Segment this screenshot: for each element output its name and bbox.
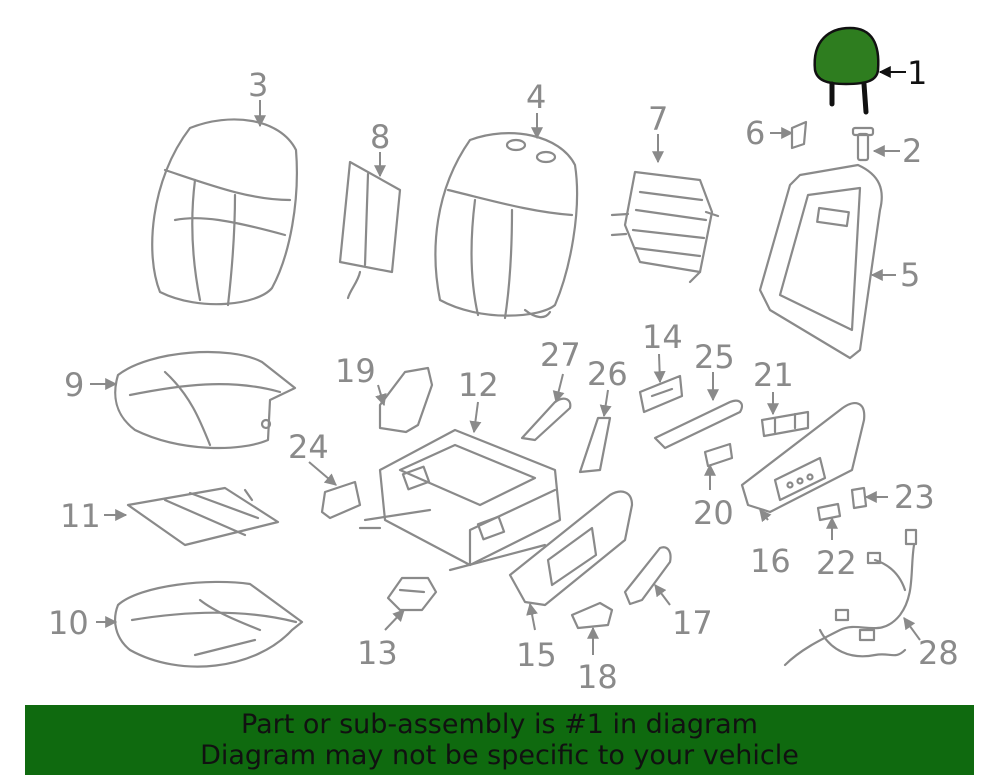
callout-20[interactable]: 20	[693, 494, 734, 532]
callout-19[interactable]: 19	[335, 352, 376, 390]
callout-27[interactable]: 27	[540, 336, 581, 374]
callout-28[interactable]: 28	[918, 634, 959, 672]
callout-1[interactable]: 1	[907, 54, 927, 92]
callout-14[interactable]: 14	[642, 318, 683, 356]
callout-2[interactable]: 2	[902, 132, 922, 170]
callout-24[interactable]: 24	[288, 428, 329, 466]
banner-line-part-number: Part or sub-assembly is #1 in diagram	[241, 709, 758, 740]
seat-back-cover-part-3[interactable]	[151, 118, 298, 307]
callout-3[interactable]: 3	[248, 66, 268, 104]
callout-8[interactable]: 8	[370, 118, 390, 156]
bracket-part-19[interactable]	[378, 366, 434, 434]
banner-line-disclaimer: Diagram may not be specific to your vehi…	[200, 740, 799, 771]
heater-pad-part-8[interactable]	[338, 160, 402, 300]
callout-25[interactable]: 25	[694, 338, 735, 376]
seat-cushion-cover-part-9[interactable]	[114, 350, 297, 450]
side-shield-part-15[interactable]	[508, 490, 634, 607]
callout-18[interactable]: 18	[577, 658, 618, 696]
cover-part-18[interactable]	[570, 601, 614, 630]
clip-part-20[interactable]	[703, 442, 734, 468]
callout-16[interactable]: 16	[750, 542, 791, 580]
cushion-heater-part-11[interactable]	[126, 486, 280, 547]
callout-15[interactable]: 15	[516, 636, 557, 674]
callout-12[interactable]: 12	[458, 366, 499, 404]
side-shield-part-16[interactable]	[740, 402, 866, 514]
callout-26[interactable]: 26	[587, 355, 628, 393]
seat-frame-part-12[interactable]	[358, 428, 562, 572]
wiring-harness-part-28[interactable]	[783, 528, 918, 667]
seat-back-cover-part-4[interactable]	[434, 132, 579, 320]
exploded-seat-diagram: 1 2 3 4 5 6 7 8 9 10 11 12 13 14 15 16 1…	[48, 26, 959, 696]
callout-9[interactable]: 9	[64, 366, 84, 404]
callout-23[interactable]: 23	[894, 478, 935, 516]
knob-part-23[interactable]	[850, 486, 868, 510]
callout-5[interactable]: 5	[900, 256, 920, 294]
callout-17[interactable]: 17	[672, 604, 713, 642]
callout-6[interactable]: 6	[745, 114, 765, 152]
clip-part-6[interactable]	[790, 120, 808, 150]
seat-cushion-pad-part-10[interactable]	[114, 580, 304, 668]
callout-21[interactable]: 21	[753, 356, 794, 394]
spring-mat-part-7[interactable]	[610, 170, 720, 284]
switch-part-14[interactable]	[638, 374, 684, 414]
bracket-part-21[interactable]	[760, 410, 810, 438]
seat-back-frame-part-5[interactable]	[758, 163, 883, 360]
bracket-part-13[interactable]	[386, 576, 438, 612]
trim-part-17[interactable]	[623, 546, 672, 606]
callout-7[interactable]: 7	[648, 100, 668, 138]
cover-part-27[interactable]	[520, 397, 572, 442]
callout-13[interactable]: 13	[357, 634, 398, 672]
headrest-guide-part-2[interactable]	[851, 126, 875, 162]
callout-4[interactable]: 4	[526, 78, 546, 116]
callout-10[interactable]: 10	[48, 604, 89, 642]
callout-22[interactable]: 22	[816, 544, 857, 582]
knob-part-22[interactable]	[816, 502, 842, 522]
bracket-part-24[interactable]	[320, 480, 362, 520]
headrest-part-1[interactable]	[813, 26, 880, 115]
callout-11[interactable]: 11	[60, 497, 101, 535]
rail-cover-part-25[interactable]	[653, 399, 744, 450]
trim-part-26[interactable]	[578, 416, 612, 474]
info-banner: Part or sub-assembly is #1 in diagram Di…	[25, 705, 974, 775]
